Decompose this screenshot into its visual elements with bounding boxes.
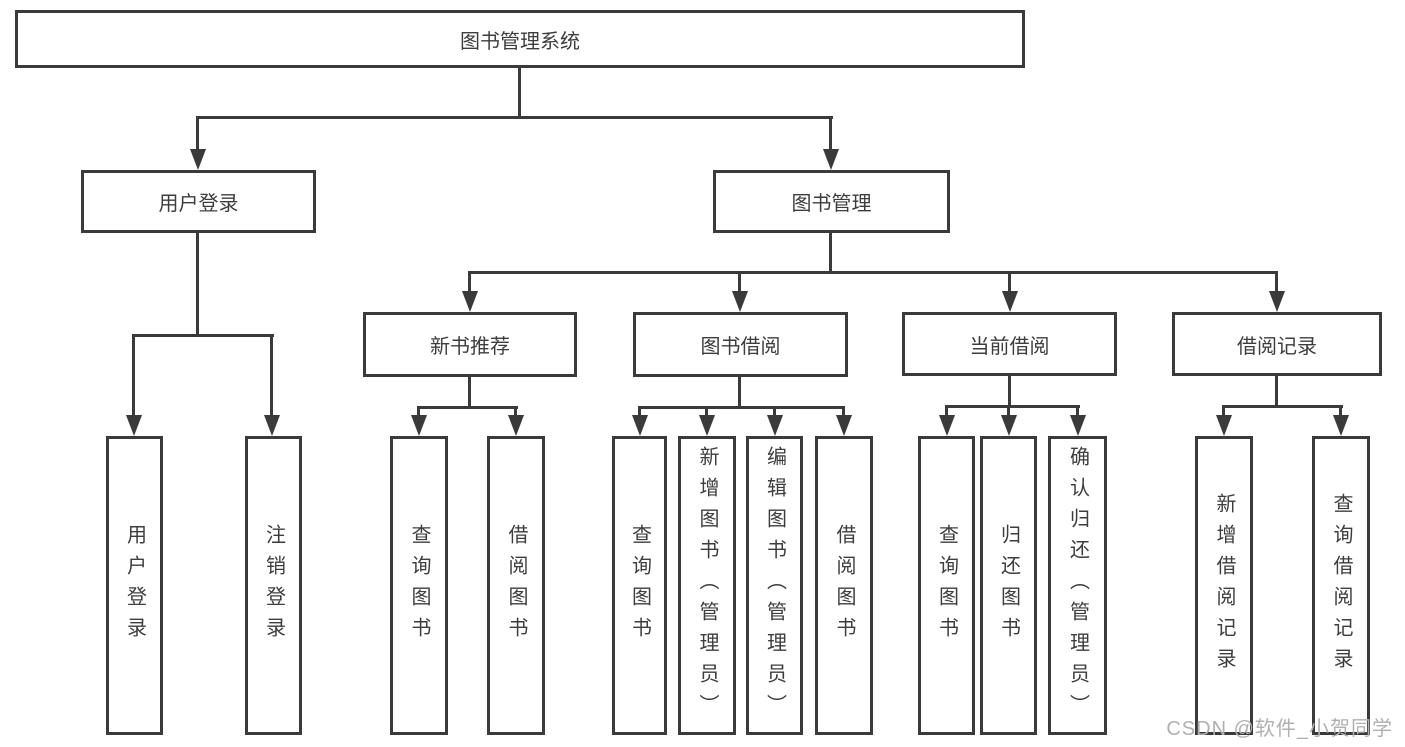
connector-line	[196, 233, 199, 336]
arrow-down-icon	[190, 149, 206, 170]
leaf-query-books-borrow: 查询图书	[612, 436, 667, 735]
leaf-borrow-books-recommend: 借阅图书	[487, 436, 545, 735]
connector-line	[468, 377, 471, 408]
connector-line	[196, 116, 833, 119]
leaf-query-books-recommend: 查询图书	[390, 436, 448, 735]
leaf-borrow-books: 借阅图书	[815, 436, 873, 735]
node-borrowing-records: 借阅记录	[1172, 312, 1382, 376]
arrow-down-icon	[264, 415, 280, 436]
connector-line	[842, 408, 845, 416]
leaf-label: 查询图书	[408, 523, 430, 648]
connector-line	[1275, 376, 1278, 407]
csdn-watermark: CSDN @软件_小贺同学	[1166, 718, 1393, 740]
arrow-down-icon	[126, 415, 142, 436]
connector-line	[705, 408, 708, 416]
connector-line	[829, 118, 832, 151]
connector-line	[514, 408, 517, 416]
connector-line	[738, 377, 741, 408]
connector-line	[945, 407, 948, 416]
connector-line	[638, 408, 641, 416]
node-label: 借阅记录	[1237, 335, 1317, 358]
node-book-management: 图书管理	[713, 170, 950, 233]
connector-line	[1222, 405, 1343, 408]
leaf-logout: 注销登录	[245, 436, 302, 735]
node-new-book-recommendation: 新书推荐	[363, 312, 577, 377]
connector-line	[638, 406, 845, 409]
leaf-add-books-admin: 新增图书（管理员）	[678, 436, 736, 735]
arrow-down-icon	[699, 415, 715, 436]
connector-line	[1275, 273, 1278, 293]
arrow-down-icon	[939, 415, 955, 436]
node-label: 图书管理	[791, 193, 872, 215]
node-label: 图书借阅	[700, 336, 781, 358]
arrow-down-icon	[767, 415, 783, 436]
node-user-login: 用户登录	[81, 170, 316, 233]
node-book-borrowing: 图书借阅	[633, 312, 848, 377]
arrow-down-icon	[732, 291, 748, 312]
connector-line	[132, 336, 135, 416]
leaf-label: 用户登录	[123, 523, 146, 648]
connector-line	[738, 273, 741, 293]
arrow-down-icon	[411, 415, 427, 436]
node-label: 图书管理系统	[460, 30, 580, 53]
arrow-down-icon	[1333, 415, 1349, 436]
leaf-label: 查询图书	[935, 523, 958, 648]
node-current-borrowing: 当前借阅	[902, 312, 1117, 376]
node-label: 新书推荐	[430, 336, 510, 358]
leaf-label: 借阅图书	[505, 523, 527, 648]
connector-line	[132, 334, 274, 337]
leaf-edit-books-admin: 编辑图书（管理员）	[746, 436, 803, 735]
connector-line	[270, 336, 273, 416]
leaf-confirm-return-admin: 确认归还（管理员）	[1048, 436, 1107, 735]
arrow-down-icon	[823, 149, 839, 170]
connector-line	[945, 405, 1080, 408]
leaf-label: 查询借阅记录	[1330, 492, 1352, 679]
connector-line	[1076, 407, 1079, 416]
arrow-down-icon	[632, 415, 648, 436]
leaf-return-books: 归还图书	[980, 436, 1037, 735]
connector-line	[417, 406, 518, 409]
connector-line	[1222, 407, 1225, 416]
leaf-add-borrow-record: 新增借阅记录	[1195, 436, 1253, 735]
leaf-user-login: 用户登录	[106, 436, 163, 735]
arrow-down-icon	[1216, 415, 1232, 436]
arrow-down-icon	[462, 291, 478, 312]
arrow-down-icon	[508, 415, 524, 436]
leaf-query-books-current: 查询图书	[918, 436, 975, 735]
node-label: 当前借阅	[969, 335, 1050, 358]
arrow-down-icon	[836, 415, 852, 436]
connector-line	[1008, 273, 1011, 293]
leaf-label: 查询图书	[628, 523, 651, 648]
connector-line	[468, 271, 1278, 274]
connector-line	[417, 408, 420, 416]
node-label: 用户登录	[158, 193, 239, 215]
leaf-label: 归还图书	[997, 523, 1020, 648]
arrow-down-icon	[1002, 291, 1018, 312]
arrow-down-icon	[1001, 415, 1017, 436]
leaf-label: 借阅图书	[833, 523, 855, 648]
connector-line	[196, 118, 199, 151]
arrow-down-icon	[1269, 291, 1285, 312]
leaf-label: 确认归还（管理员）	[1066, 446, 1089, 725]
leaf-query-borrow-record: 查询借阅记录	[1312, 436, 1370, 735]
node-library-management-system: 图书管理系统	[15, 10, 1025, 68]
leaf-label: 新增借阅记录	[1213, 492, 1235, 679]
connector-line	[829, 233, 832, 273]
connector-line	[773, 408, 776, 416]
leaf-label: 新增图书（管理员）	[696, 446, 718, 725]
connector-line	[468, 273, 471, 293]
arrow-down-icon	[1070, 415, 1086, 436]
leaf-label: 注销登录	[262, 523, 285, 648]
leaf-label: 编辑图书（管理员）	[763, 446, 786, 725]
connector-line	[1008, 376, 1011, 407]
connector-line	[518, 68, 521, 118]
connector-line	[1007, 407, 1010, 416]
connector-line	[1339, 407, 1342, 416]
